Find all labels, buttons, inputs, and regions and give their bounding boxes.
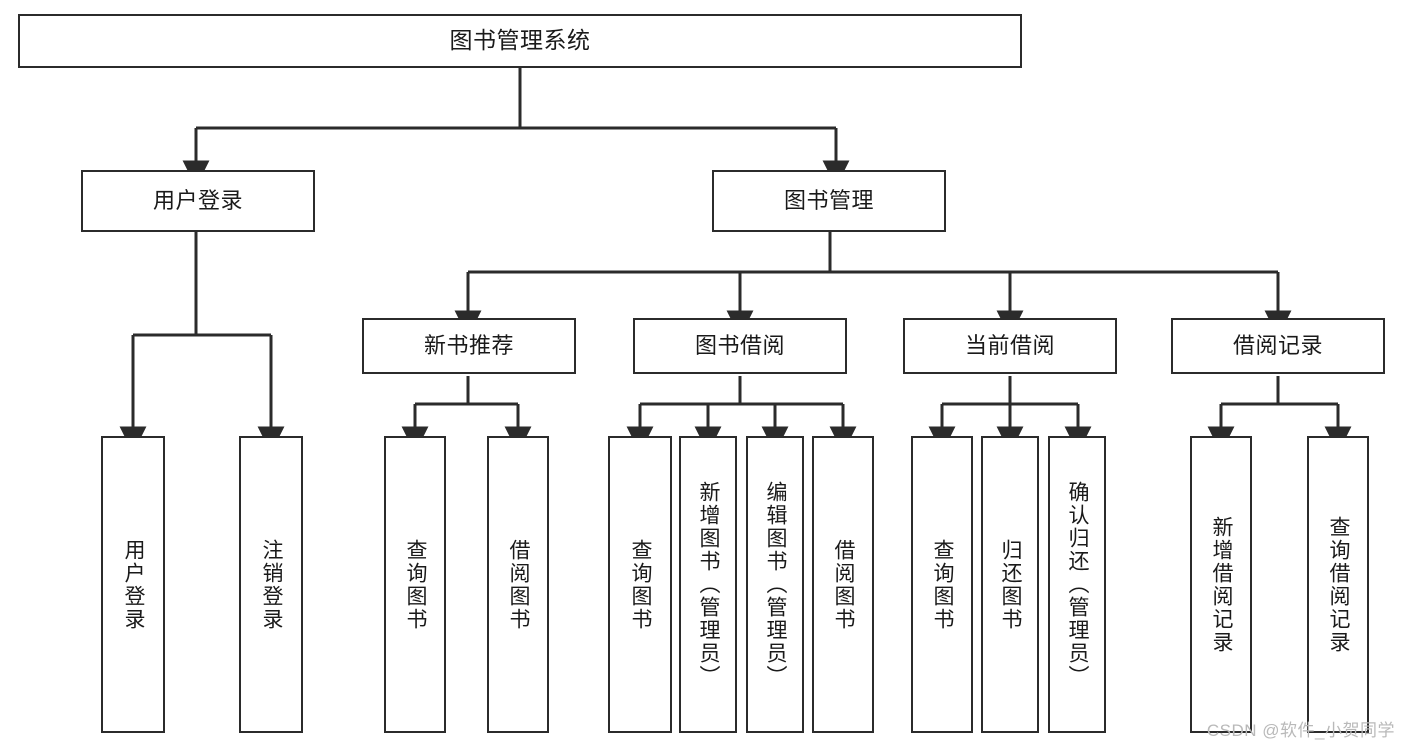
- leaf-edit-book-label: 编辑图书（管理员）: [764, 481, 788, 688]
- leaf-borrow-book-1-label: 借阅图书: [507, 538, 531, 631]
- leaf-user-login[interactable]: 用户登录: [101, 436, 165, 733]
- leaf-logout-login[interactable]: 注销登录: [239, 436, 303, 733]
- leaf-borrow-book-2[interactable]: 借阅图书: [812, 436, 874, 733]
- node-book-borrow-label: 图书借阅: [694, 333, 785, 359]
- node-root-label: 图书管理系统: [449, 27, 591, 54]
- leaf-confirm-return-label: 确认归还（管理员）: [1066, 481, 1090, 688]
- leaf-add-borrow-record-label: 新增借阅记录: [1210, 515, 1234, 654]
- leaf-add-book-label: 新增图书（管理员）: [697, 481, 721, 688]
- leaf-logout-login-label: 注销登录: [260, 538, 284, 631]
- node-book-manage-label: 图书管理: [783, 188, 874, 214]
- leaf-query-borrow-record[interactable]: 查询借阅记录: [1307, 436, 1369, 733]
- leaf-query-book-1-label: 查询图书: [404, 538, 428, 631]
- leaf-borrow-book-1[interactable]: 借阅图书: [487, 436, 549, 733]
- leaf-user-login-label: 用户登录: [122, 538, 146, 631]
- node-new-book-recommend-label: 新书推荐: [423, 333, 514, 359]
- node-user-login[interactable]: 用户登录: [81, 170, 315, 232]
- leaf-return-book[interactable]: 归还图书: [981, 436, 1039, 733]
- node-user-login-label: 用户登录: [152, 188, 243, 214]
- leaf-return-book-label: 归还图书: [999, 538, 1023, 631]
- leaf-confirm-return[interactable]: 确认归还（管理员）: [1048, 436, 1106, 733]
- leaf-query-borrow-record-label: 查询借阅记录: [1327, 515, 1351, 654]
- node-new-book-recommend[interactable]: 新书推荐: [362, 318, 576, 374]
- leaf-add-borrow-record[interactable]: 新增借阅记录: [1190, 436, 1252, 733]
- leaf-add-book[interactable]: 新增图书（管理员）: [679, 436, 737, 733]
- node-root[interactable]: 图书管理系统: [18, 14, 1022, 68]
- node-borrow-record[interactable]: 借阅记录: [1171, 318, 1385, 374]
- node-book-manage[interactable]: 图书管理: [712, 170, 946, 232]
- leaf-edit-book[interactable]: 编辑图书（管理员）: [746, 436, 804, 733]
- node-borrow-record-label: 借阅记录: [1232, 333, 1323, 359]
- node-current-borrow[interactable]: 当前借阅: [903, 318, 1117, 374]
- leaf-query-book-1[interactable]: 查询图书: [384, 436, 446, 733]
- leaf-query-book-3-label: 查询图书: [931, 538, 955, 631]
- node-book-borrow[interactable]: 图书借阅: [633, 318, 847, 374]
- node-current-borrow-label: 当前借阅: [964, 333, 1055, 359]
- leaf-query-book-3[interactable]: 查询图书: [911, 436, 973, 733]
- leaf-query-book-2[interactable]: 查询图书: [608, 436, 672, 733]
- leaf-borrow-book-2-label: 借阅图书: [832, 538, 856, 631]
- watermark-text: CSDN @软件_小贺同学: [1206, 721, 1395, 740]
- leaf-query-book-2-label: 查询图书: [629, 538, 653, 631]
